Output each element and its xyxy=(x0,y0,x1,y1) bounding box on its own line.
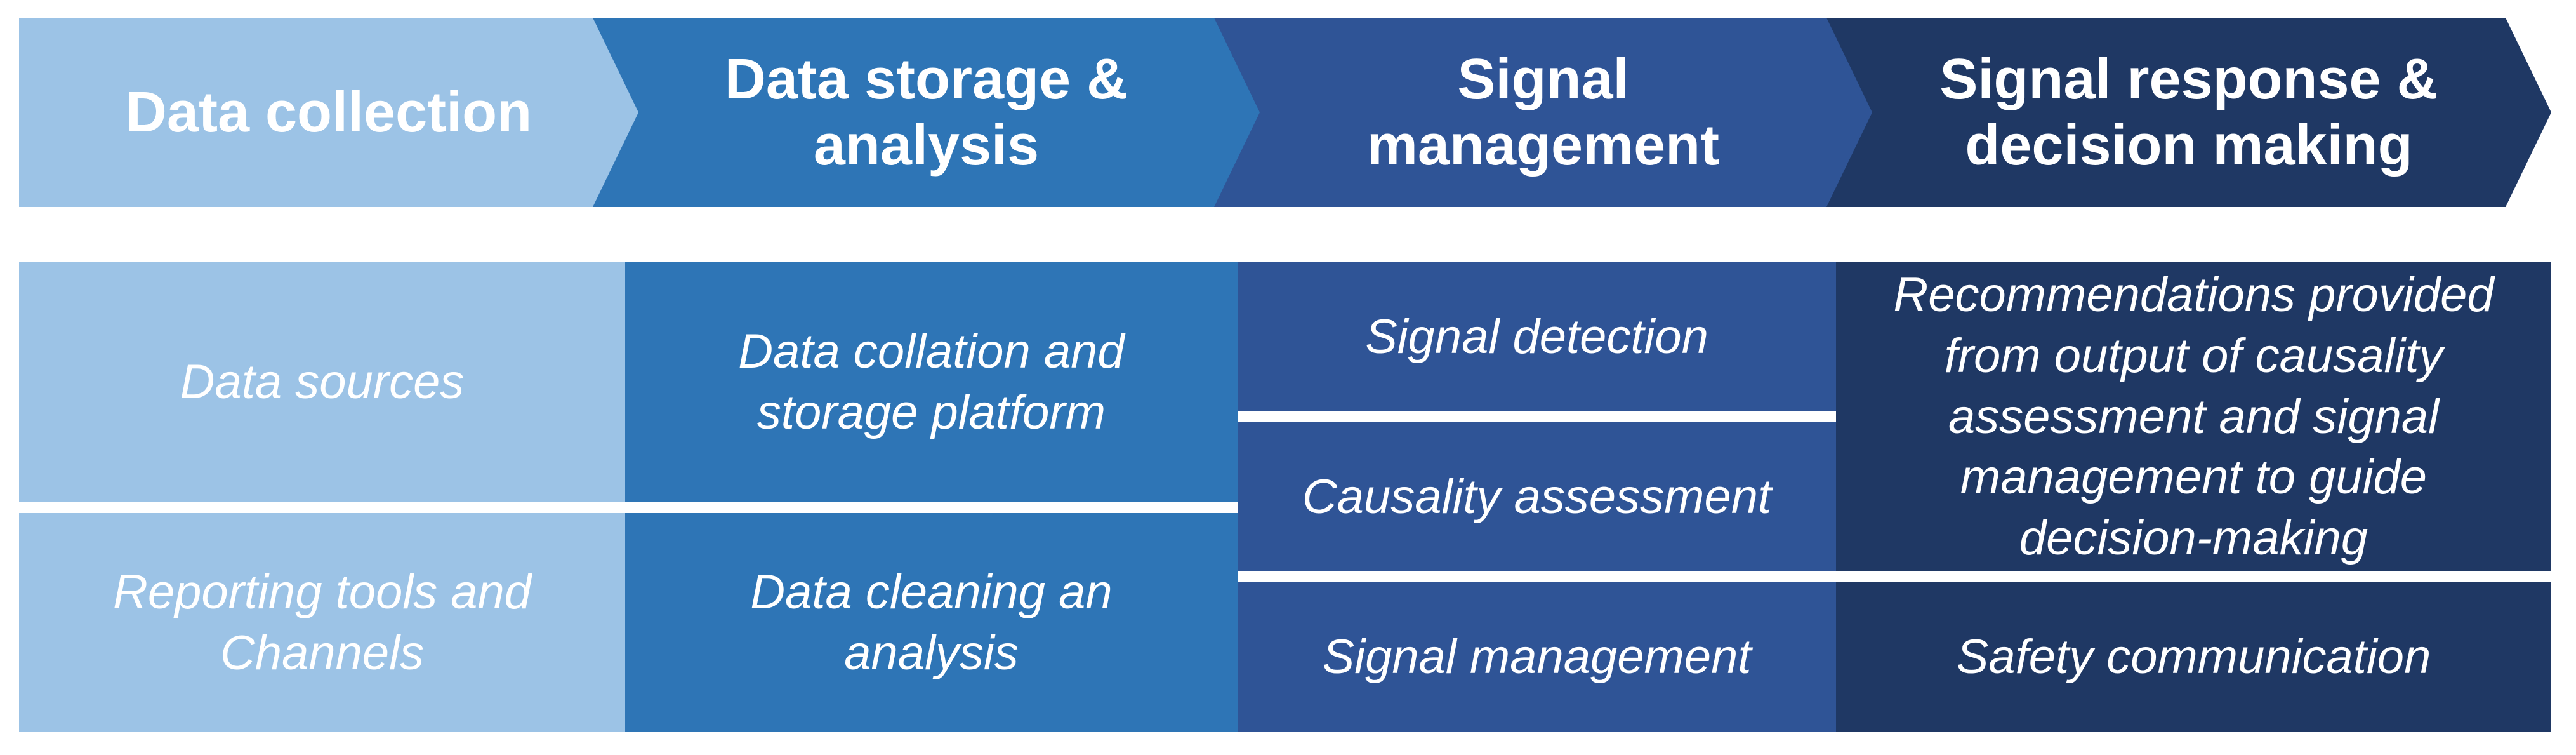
process-stage-band: Data collection Data storage & analysis … xyxy=(0,18,2576,207)
cell-safety-communication: Safety communication xyxy=(1836,582,2551,732)
cell-signal-detection: Signal detection xyxy=(1238,262,1836,411)
stage-header-signal-management: Signal management xyxy=(1366,47,1720,177)
cell-data-sources: Data sources xyxy=(19,262,625,502)
stage-header-data-collection: Data collection xyxy=(125,80,532,144)
chevron-data-storage-analysis: Data storage & analysis xyxy=(593,18,1260,207)
chevron-data-collection: Data collection xyxy=(19,18,638,207)
cell-signal-management: Signal management xyxy=(1238,582,1836,732)
chevron-signal-response-decision-making: Signal response & decision making xyxy=(1826,18,2551,207)
cell-reporting-tools-and-channels: Reporting tools and Channels xyxy=(19,513,625,732)
cell-data-collation-and-storage-platform: Data collation and storage platform xyxy=(625,262,1238,502)
chevron-signal-management: Signal management xyxy=(1214,18,1872,207)
cell-recommendations-paragraph: Recommendations provided from output of … xyxy=(1836,262,2551,571)
stage-header-signal-response-decision-making: Signal response & decision making xyxy=(1939,47,2438,177)
stage-header-data-storage-analysis: Data storage & analysis xyxy=(724,47,1128,177)
cell-data-cleaning-an-analysis: Data cleaning an analysis xyxy=(625,513,1238,732)
cell-causality-assessment: Causality assessment xyxy=(1238,422,1836,571)
